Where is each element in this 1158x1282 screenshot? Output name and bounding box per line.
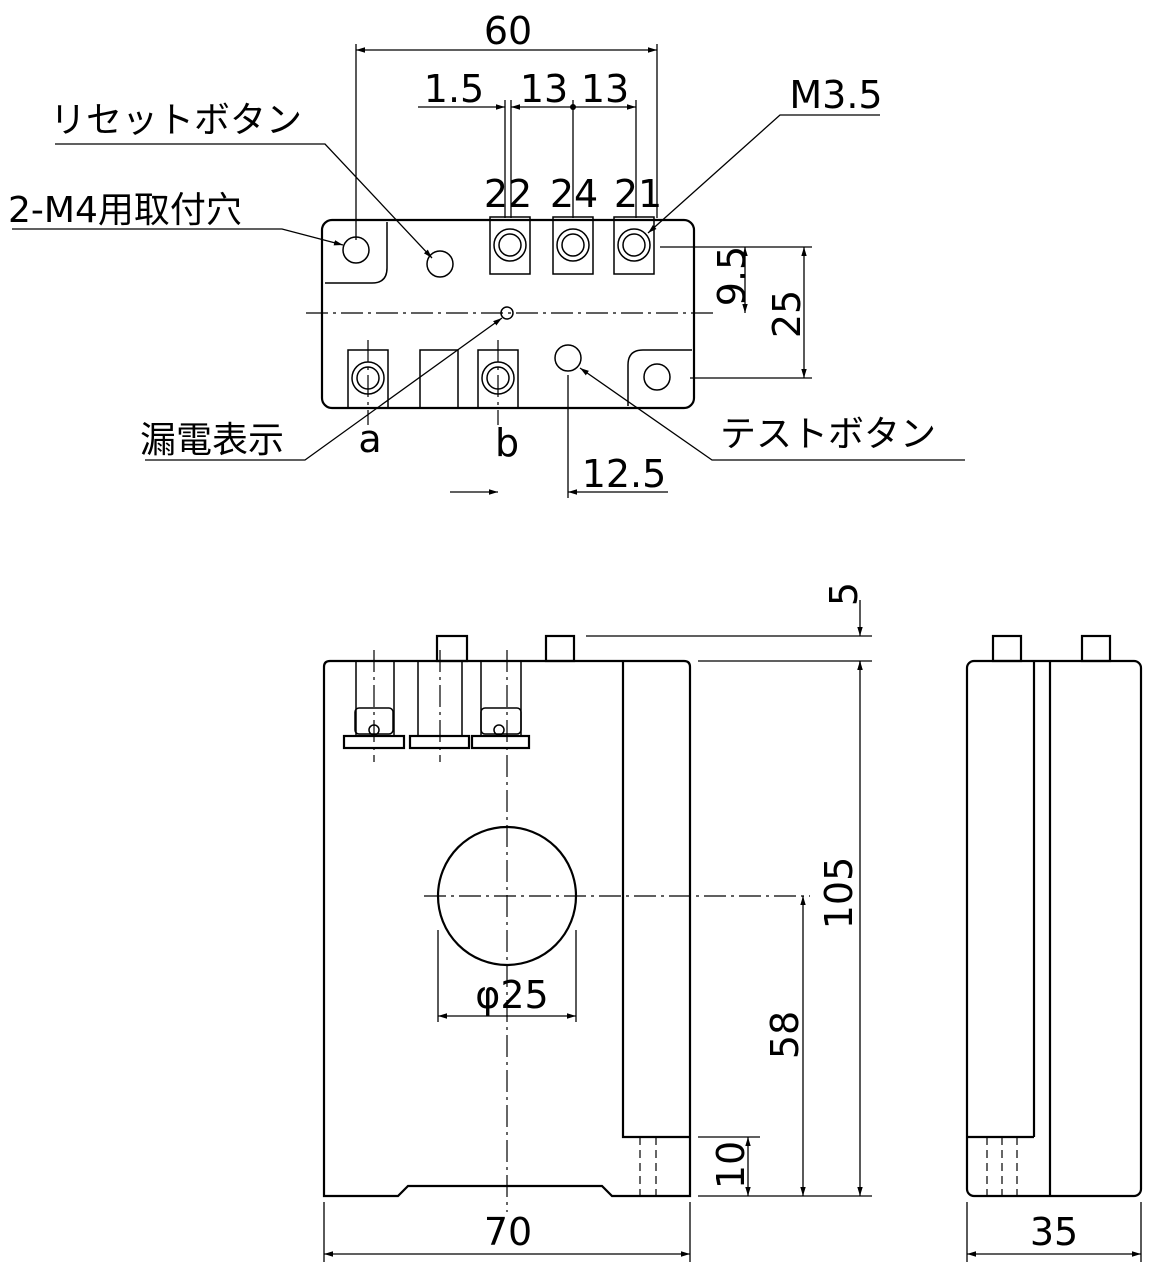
- top-view: 60 1.5 13 13 M3.5 リセットボタン 2-M4用取付穴 22 24…: [8, 9, 965, 498]
- terminal-22-label: 22: [484, 172, 532, 216]
- terminal-b-label: b: [495, 421, 519, 465]
- dim-5: 5: [822, 582, 866, 606]
- test-button-circle: [554, 344, 582, 372]
- dim-width-60: 60: [484, 9, 532, 53]
- dim-pitch-13-b: 13: [581, 67, 629, 111]
- top-body-outline: [320, 218, 696, 410]
- leak-indicator-label: 漏電表示: [140, 420, 284, 461]
- dim-25: 25: [765, 290, 809, 338]
- reset-button-circle: [426, 250, 454, 278]
- terminal-24-label: 24: [550, 172, 598, 216]
- side-button-left: [991, 634, 1023, 663]
- dim-35: 35: [1030, 1210, 1078, 1254]
- mount-notch-left: [325, 222, 388, 284]
- front-test-button: [544, 634, 576, 663]
- dim-10: 10: [709, 1141, 753, 1189]
- screw-size-leader: [647, 114, 880, 234]
- terminal-a-label: a: [358, 417, 381, 461]
- test-button-leader: [579, 367, 965, 461]
- dim-105: 105: [817, 857, 861, 930]
- mount-hole-left: [342, 236, 370, 264]
- front-view: 5 105 φ25 58 10 70: [322, 582, 872, 1262]
- terminal-24-screw: [552, 216, 594, 275]
- mount-notch-right: [627, 349, 692, 406]
- terminal-21-screw: [613, 216, 655, 275]
- dim-70: 70: [484, 1210, 532, 1254]
- screw-size-label: M3.5: [789, 73, 882, 117]
- reset-button-label: リセットボタン: [50, 100, 302, 141]
- dim-offset-1-5: 1.5: [424, 67, 484, 111]
- mount-hole-leader: [12, 228, 344, 246]
- front-body-outline: [322, 659, 692, 1198]
- mount-holes-label: 2-M4用取付穴: [8, 190, 242, 231]
- test-button-label: テストボタン: [720, 414, 936, 455]
- side-button-right: [1080, 634, 1112, 663]
- front-terminal-b: [470, 661, 531, 750]
- dim-58: 58: [763, 1011, 807, 1059]
- front-side-slot: [621, 661, 690, 1139]
- dim-9-5: 9.5: [710, 246, 754, 306]
- dim-pitch-13-a: 13: [520, 67, 568, 111]
- dim-12-5: 12.5: [582, 452, 667, 496]
- terminal-22-screw: [489, 216, 531, 275]
- front-reset-button: [435, 634, 469, 663]
- side-view: 35: [965, 634, 1143, 1262]
- side-body-outline: [965, 659, 1143, 1198]
- mount-hole-right: [643, 363, 671, 391]
- reset-button-leader: [55, 143, 433, 259]
- separator-block: [419, 349, 459, 409]
- dim-phi-25: φ25: [475, 973, 548, 1017]
- terminal-21-label: 21: [614, 172, 662, 216]
- leak-indicator-leader: [145, 317, 503, 461]
